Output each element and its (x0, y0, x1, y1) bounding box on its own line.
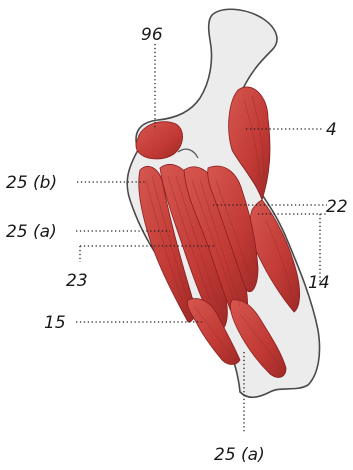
label-25b: 25 (b) (6, 173, 57, 193)
label-4: 4 (326, 120, 337, 140)
label-14: 14 (308, 273, 330, 293)
label-25a-mid: 25 (a) (6, 222, 57, 242)
label-25a-bottom: 25 (a) (214, 445, 265, 465)
label-15: 15 (44, 313, 66, 333)
label-96: 96 (141, 25, 163, 45)
label-23: 23 (66, 271, 88, 291)
label-22: 22 (326, 197, 348, 217)
